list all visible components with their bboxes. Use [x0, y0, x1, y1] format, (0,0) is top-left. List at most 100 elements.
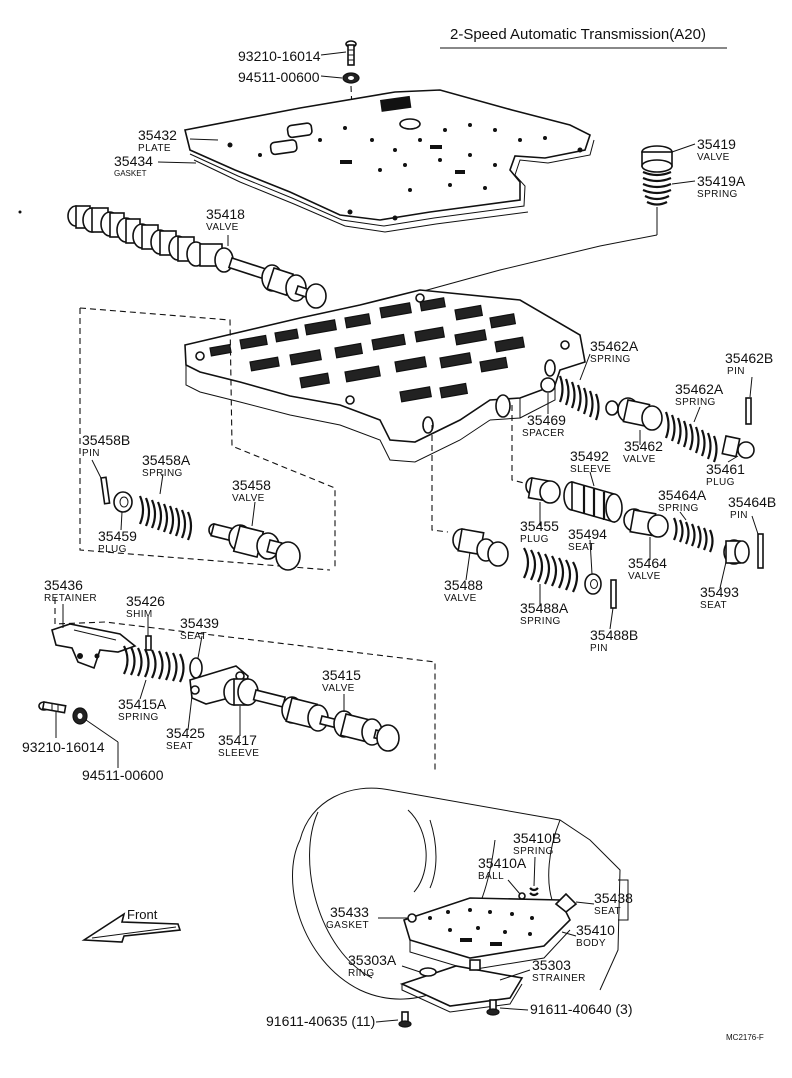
callout-35462B: 35462B PIN	[725, 350, 773, 377]
svg-text:SLEEVE: SLEEVE	[218, 748, 259, 759]
sleeve-35492	[563, 480, 623, 524]
seat-35494	[584, 573, 602, 595]
svg-text:91611-40640 (3): 91611-40640 (3)	[530, 1001, 632, 1017]
svg-text:SPRING: SPRING	[142, 468, 183, 479]
callout-35462A-left: 35462A SPRING	[590, 338, 639, 365]
callout-35459: 35459 PLUG	[98, 528, 137, 555]
callout-35458A: 35458A SPRING	[142, 452, 191, 479]
svg-text:35418: 35418	[206, 206, 245, 222]
spring-35419A	[642, 170, 672, 206]
svg-text:35464B: 35464B	[728, 494, 776, 510]
callout-labels: 93210-16014 94511-00600 35432 PLATE 3543…	[22, 48, 776, 1029]
svg-text:93210-16014: 93210-16014	[22, 739, 105, 755]
svg-text:VALVE: VALVE	[206, 222, 239, 233]
callout-35303A: 35303A RING	[348, 952, 397, 979]
svg-text:RING: RING	[348, 968, 375, 979]
callout-35432: 35432 PLATE	[138, 127, 177, 154]
pin-35462B	[745, 397, 752, 425]
svg-text:SPRING: SPRING	[118, 712, 159, 723]
valve-35488	[452, 528, 509, 567]
separator-gasket	[189, 139, 595, 233]
svg-text:VALVE: VALVE	[322, 683, 355, 694]
dashed-guide-lines	[54, 307, 529, 770]
callout-35469: 35469 SPACER	[522, 412, 566, 439]
svg-text:94511-00600: 94511-00600	[82, 767, 164, 783]
svg-text:35494: 35494	[568, 526, 607, 542]
svg-text:35462B: 35462B	[725, 350, 773, 366]
svg-text:SEAT: SEAT	[166, 741, 193, 752]
svg-text:35303: 35303	[532, 957, 571, 973]
svg-text:35458B: 35458B	[82, 432, 130, 448]
callout-35425: 35425 SEAT	[166, 725, 205, 752]
svg-text:35461: 35461	[706, 461, 745, 477]
svg-text:VALVE: VALVE	[628, 571, 661, 582]
svg-text:35432: 35432	[138, 127, 177, 143]
sleeve-35417	[223, 678, 259, 706]
spring-35410B	[529, 887, 539, 897]
svg-text:SEAT: SEAT	[700, 600, 727, 611]
svg-text:SPRING: SPRING	[675, 397, 716, 408]
svg-text:SEAT: SEAT	[594, 906, 621, 917]
callout-91611-40640: 91611-40640 (3)	[530, 1001, 632, 1017]
callout-35464A: 35464A SPRING	[658, 487, 707, 514]
svg-text:PLUG: PLUG	[520, 534, 549, 545]
valve-35415	[252, 689, 400, 752]
valve-35418	[67, 205, 327, 309]
svg-text:VALVE: VALVE	[623, 454, 656, 465]
seat-35493	[723, 539, 750, 565]
washer-bottom	[72, 707, 88, 725]
svg-text:BODY: BODY	[576, 938, 606, 949]
callout-35426: 35426 SHIM	[126, 593, 165, 620]
svg-text:SPACER: SPACER	[522, 428, 565, 439]
svg-text:35410B: 35410B	[513, 830, 561, 846]
svg-text:GASKET: GASKET	[114, 169, 147, 178]
svg-text:93210-16014: 93210-16014	[238, 48, 321, 64]
spacer-35469	[540, 377, 556, 393]
callout-35419A: 35419A SPRING	[697, 173, 746, 200]
callout-35410B: 35410B SPRING	[513, 830, 561, 857]
callout-35438: 35438 SEAT	[594, 890, 633, 917]
pin-35488B	[610, 579, 617, 609]
svg-text:94511-00600: 94511-00600	[238, 69, 320, 85]
washer-top	[342, 72, 360, 84]
svg-text:SEAT: SEAT	[568, 542, 595, 553]
spring-35458A	[138, 495, 193, 541]
shim-35426	[145, 635, 152, 651]
svg-text:35464A: 35464A	[658, 487, 707, 503]
svg-text:PIN: PIN	[730, 510, 748, 521]
callout-35415A: 35415A SPRING	[118, 696, 167, 723]
callout-35458: 35458 VALVE	[232, 477, 271, 504]
leader-lines	[55, 51, 759, 1023]
callout-35488A: 35488A SPRING	[520, 600, 569, 627]
seat-35438	[554, 892, 578, 914]
svg-text:35458A: 35458A	[142, 452, 191, 468]
svg-text:35439: 35439	[180, 615, 219, 631]
svg-text:35303A: 35303A	[348, 952, 397, 968]
svg-text:SLEEVE: SLEEVE	[570, 464, 611, 475]
callout-35461: 35461 PLUG	[706, 461, 745, 488]
svg-text:SPRING: SPRING	[513, 846, 554, 857]
callout-35488: 35488 VALVE	[444, 577, 483, 604]
svg-text:35462A: 35462A	[675, 381, 724, 397]
pin-35458B	[100, 476, 111, 505]
svg-text:STRAINER: STRAINER	[532, 973, 586, 984]
diagram-title: 2-Speed Automatic Transmission(A20)	[440, 26, 727, 49]
callout-93210-16014-top: 93210-16014	[238, 48, 321, 64]
callout-94511-00600-top: 94511-00600	[238, 69, 320, 85]
svg-text:SPRING: SPRING	[590, 354, 631, 365]
pin-35464B	[757, 533, 764, 569]
valve-35458	[208, 523, 301, 571]
callout-35494: 35494 SEAT	[568, 526, 607, 553]
svg-text:PIN: PIN	[82, 448, 100, 459]
svg-text:35410: 35410	[576, 922, 615, 938]
svg-text:35488B: 35488B	[590, 627, 638, 643]
svg-text:35462A: 35462A	[590, 338, 639, 354]
svg-text:SHIM: SHIM	[126, 609, 153, 620]
callout-91611-40635: 91611-40635 (11)	[266, 1013, 375, 1029]
callout-35462A-right: 35462A SPRING	[675, 381, 724, 408]
svg-text:35438: 35438	[594, 890, 633, 906]
svg-text:91611-40635 (11): 91611-40635 (11)	[266, 1013, 375, 1029]
svg-text:35464: 35464	[628, 555, 667, 571]
svg-text:35459: 35459	[98, 528, 137, 544]
